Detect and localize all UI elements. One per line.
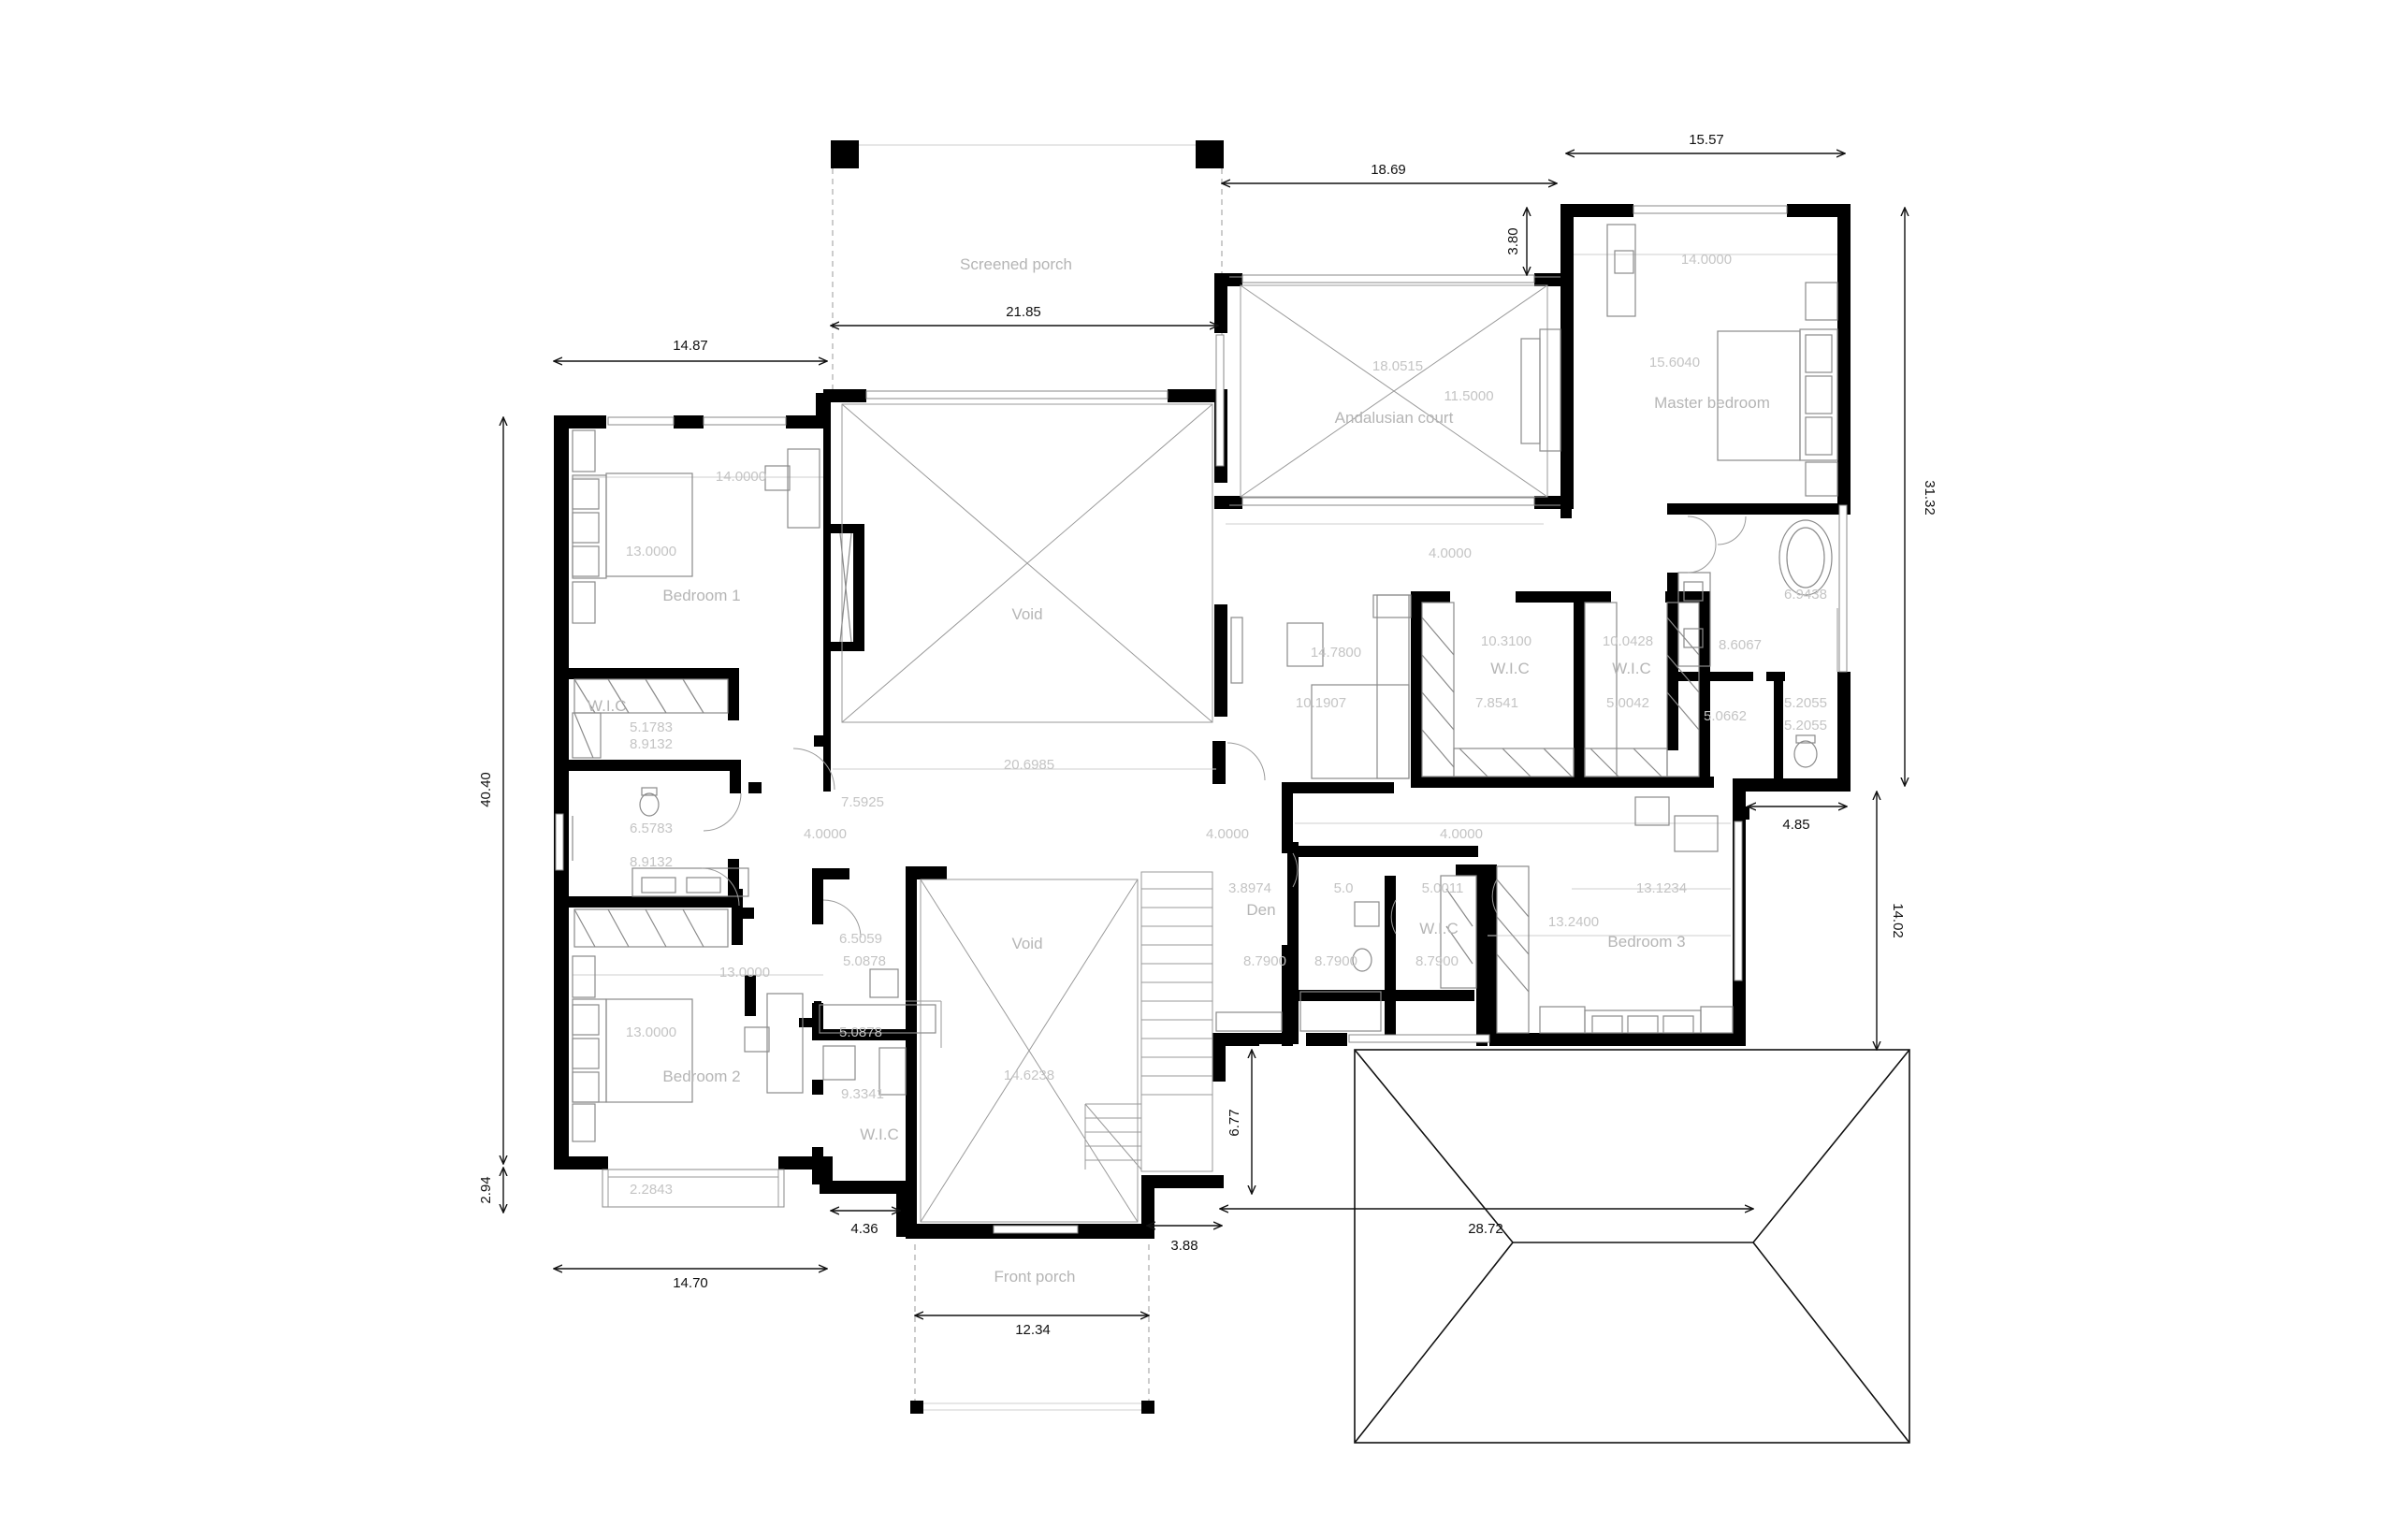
room-wic-bedroom2: W.I.C [860,1126,899,1143]
room-screened-porch: Screened porch [960,255,1072,273]
room-labels: Screened porch Andalusian court Master b… [588,255,1770,1286]
master-bedroom-bed [1606,224,1838,497]
dim-4-85: 4.85 [1782,817,1809,833]
area-value: 14.6238 [1004,1068,1054,1083]
area-value: 3.8974 [1228,880,1271,896]
staircase [1084,871,1213,1172]
bedroom1-bed [572,429,820,624]
dim-3-80: 3.80 [1505,227,1521,254]
front-porch-outline [910,1244,1154,1414]
room-wic-bedroom3: W.I.C [1419,920,1459,937]
room-void-lower: Void [1011,935,1042,952]
room-wic-center-1: W.I.C [1490,660,1530,677]
bedroom3-bed [1539,796,1734,1034]
area-value: 5.0662 [1704,708,1747,724]
area-value: 10.3100 [1481,633,1531,649]
area-value: 10.0428 [1603,633,1653,649]
fixtures [555,205,1848,1234]
area-values: 14.0000 18.0515 11.5000 15.6040 14.0000 … [626,252,1827,1198]
dim-15-57: 15.57 [1689,132,1724,148]
room-master-bedroom: Master bedroom [1654,394,1770,412]
room-void-upper: Void [1011,605,1042,623]
area-value: 4.0000 [1429,545,1472,561]
area-value: 8.6067 [1719,637,1762,653]
area-value: 8.7900 [1243,953,1286,969]
area-value: 5.0011 [1422,880,1464,896]
area-value: 4.0000 [1440,826,1483,842]
area-value: 4.0000 [804,826,847,842]
hip-roof [1354,1049,1910,1444]
wic-bedroom1-shelves [572,678,729,759]
area-value: 7.8541 [1475,695,1518,711]
area-value: 2.2843 [630,1182,673,1198]
wic-center-shelves [1421,602,1700,777]
area-value: 5.1783 [630,719,673,735]
dim-21-85: 21.85 [1006,304,1041,320]
area-value: 6.9438 [1784,587,1827,603]
room-bedroom-3: Bedroom 3 [1607,933,1685,951]
room-bedroom-1: Bedroom 1 [662,587,740,604]
dim-2-94: 2.94 [478,1176,494,1203]
area-value: 4.0000 [1206,826,1249,842]
dim-28-72: 28.72 [1468,1221,1503,1237]
area-value: 20.6985 [1004,757,1054,773]
area-value: 15.6040 [1649,355,1700,370]
area-value: 14.0000 [716,469,766,485]
area-value: 5.2055 [1784,695,1827,711]
area-value: 5.0042 [1606,695,1649,711]
dim-12-34: 12.34 [1015,1322,1051,1338]
area-value: 13.0000 [719,965,770,981]
room-den: Den [1246,901,1275,919]
area-value: 13.0000 [626,544,676,559]
dim-14-02: 14.02 [1890,903,1906,938]
area-value: 5.0878 [839,1024,882,1040]
dim-18-69: 18.69 [1371,162,1406,178]
area-value: 8.7900 [1314,953,1357,969]
area-value: 8.9132 [630,736,673,752]
area-value: 13.1234 [1636,880,1687,896]
dimension-lines: 15.57 18.69 3.80 21.85 14.87 31.32 40.40… [478,132,1938,1338]
dim-14-70: 14.70 [673,1275,708,1291]
interior-walls [554,503,1851,1184]
room-wic-center-2: W.I.C [1612,660,1651,677]
area-value: 7.5925 [841,794,884,810]
area-value: 6.5783 [630,821,673,836]
area-value: 8.7900 [1415,953,1459,969]
area-value: 13.2400 [1548,914,1599,930]
room-andalusian-court: Andalusian court [1335,409,1454,427]
dim-6-77: 6.77 [1227,1109,1242,1136]
area-value: 6.5059 [839,931,882,947]
area-value: 18.0515 [1372,358,1423,374]
dim-3-88: 3.88 [1170,1238,1198,1254]
area-value: 5.0 [1334,880,1354,896]
room-bedroom-2: Bedroom 2 [662,1068,740,1085]
room-wic-bedroom1: W.I.C [588,697,627,715]
wic-bedroom2-shelves [573,908,729,948]
area-value: 14.7800 [1311,645,1361,661]
dim-31-32: 31.32 [1922,480,1938,516]
dim-4-36: 4.36 [850,1221,878,1237]
bedroom2-bed [572,955,804,1142]
area-value: 14.0000 [1681,252,1732,268]
area-value: 5.0878 [843,953,886,969]
area-value: 13.0000 [626,1024,676,1040]
dim-14-87: 14.87 [673,338,708,354]
area-value: 8.9132 [630,854,673,870]
room-front-porch: Front porch [994,1268,1076,1286]
dim-40-40: 40.40 [478,772,494,807]
area-value: 10.1907 [1296,695,1346,711]
area-value: 5.2055 [1784,718,1827,734]
area-value: 11.5000 [1444,388,1493,404]
screened-porch-outline [831,140,1224,393]
area-value: 9.3341 [841,1086,884,1102]
